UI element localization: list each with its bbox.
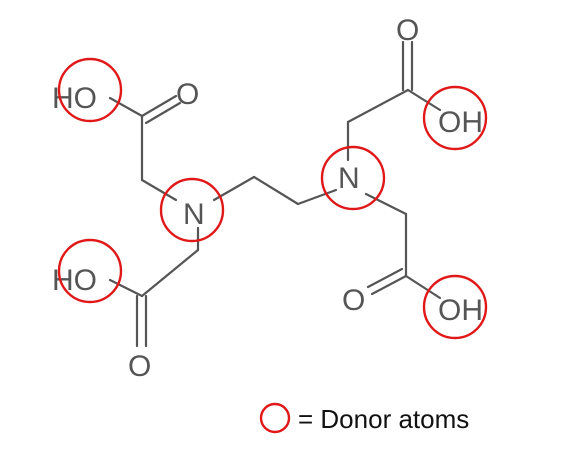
donor-marker-oh-top-right bbox=[422, 85, 488, 151]
bond-c1-o1-b bbox=[144, 101, 182, 125]
atom-o-bottom-right: O bbox=[342, 284, 365, 317]
legend-label: = Donor atoms bbox=[298, 404, 469, 434]
atom-labels: HO O N HO O O OH N O OH bbox=[52, 14, 483, 383]
atom-oh-bottom-right: OH bbox=[438, 294, 483, 327]
atom-o-top-right: O bbox=[396, 14, 419, 47]
bond-c4-o4-b bbox=[366, 267, 404, 289]
atom-o-top-left: O bbox=[176, 78, 199, 111]
bond-ch2-1-n-left bbox=[140, 178, 178, 202]
legend: = Donor atoms bbox=[259, 402, 469, 434]
bonds bbox=[108, 40, 442, 348]
donor-marker-ho-top-left bbox=[57, 57, 123, 123]
bond-c4-oh4 bbox=[404, 274, 442, 300]
bond-ch2-4-n-right bbox=[296, 188, 338, 206]
bond-c4-o4-a bbox=[370, 274, 408, 296]
donor-marker-ho-bottom-left bbox=[57, 238, 123, 304]
atom-n-right: N bbox=[338, 162, 360, 195]
bond-ho-c2 bbox=[108, 278, 144, 298]
atom-o-bottom-left: O bbox=[128, 350, 151, 383]
donor-marker-n-left bbox=[159, 177, 225, 243]
bond-ch2-5-c3 bbox=[346, 88, 410, 124]
bond-ho-c1 bbox=[108, 96, 144, 118]
bond-ch2-3-ch2-4 bbox=[252, 175, 300, 206]
bond-c3-oh3 bbox=[406, 88, 442, 112]
donor-marker-oh-bottom-right bbox=[422, 274, 488, 340]
bond-ch2-2-c2 bbox=[140, 248, 200, 298]
donor-marker-n-right bbox=[320, 145, 386, 211]
bond-c1-o1-a bbox=[140, 94, 178, 118]
donor-markers bbox=[57, 57, 488, 340]
atom-n-left: N bbox=[183, 198, 205, 231]
legend-marker-icon bbox=[259, 402, 291, 434]
bond-n-right-ch2-6 bbox=[364, 192, 408, 216]
atom-oh-top-right: OH bbox=[438, 106, 483, 139]
